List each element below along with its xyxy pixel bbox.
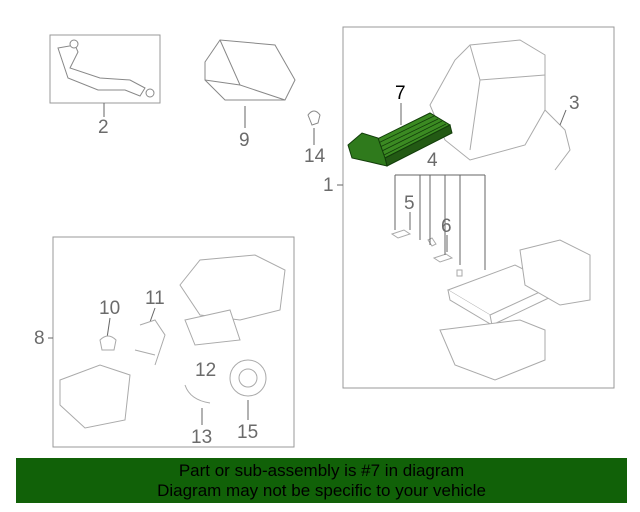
group-box-2 <box>49 34 161 104</box>
callout-9[interactable]: 9 <box>239 130 250 151</box>
callout-4[interactable]: 4 <box>427 150 438 171</box>
part-2-duct <box>57 39 155 98</box>
blower-assembly <box>59 254 286 429</box>
banner-line-1: Part or sub-assembly is #7 in diagram <box>178 461 465 480</box>
callout-8[interactable]: 8 <box>34 328 45 349</box>
group-box-8 <box>52 236 295 448</box>
callout-10[interactable]: 10 <box>99 298 121 319</box>
callout-13[interactable]: 13 <box>191 427 213 448</box>
heater-unit-housing <box>429 39 571 171</box>
evaporator-and-case <box>390 229 591 381</box>
part-14-clip <box>307 110 321 126</box>
leader-lines <box>48 103 567 425</box>
callout-12[interactable]: 12 <box>195 360 217 381</box>
callout-7[interactable]: 7 <box>395 83 406 104</box>
part-7-heater-core[interactable] <box>347 112 453 167</box>
callout-1[interactable]: 1 <box>323 175 334 196</box>
callout-14[interactable]: 14 <box>304 146 326 167</box>
callout-2[interactable]: 2 <box>98 117 109 138</box>
banner-line-2: Diagram may not be specific to your vehi… <box>157 481 486 500</box>
callout-15[interactable]: 15 <box>237 422 259 443</box>
callout-3[interactable]: 3 <box>569 93 580 114</box>
group-box-1 <box>342 26 615 389</box>
part-9-cover <box>204 39 296 101</box>
callout-5[interactable]: 5 <box>404 193 415 214</box>
callout-11[interactable]: 11 <box>145 288 165 309</box>
info-banner: Part or sub-assembly is #7 in diagram Di… <box>16 458 627 503</box>
callout-6[interactable]: 6 <box>441 216 452 237</box>
